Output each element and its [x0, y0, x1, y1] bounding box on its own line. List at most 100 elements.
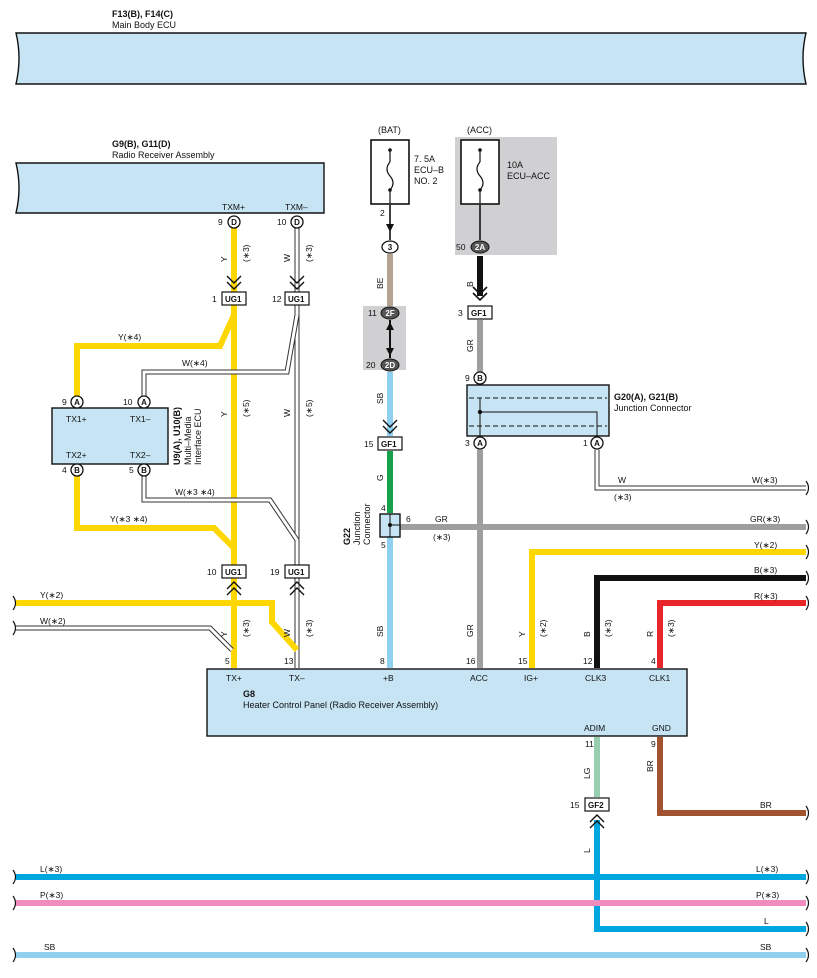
- svg-text:Y(∗2): Y(∗2): [754, 540, 777, 550]
- svg-text:W(∗2): W(∗2): [40, 616, 66, 626]
- svg-text:GF2: GF2: [588, 801, 604, 810]
- svg-text:Junction Connector: Junction Connector: [614, 403, 692, 413]
- svg-text:R: R: [645, 631, 655, 637]
- ug1-connector-pin-1: UG1 1: [212, 275, 247, 306]
- svg-text:+B: +B: [383, 673, 394, 683]
- svg-text:12: 12: [583, 656, 593, 666]
- svg-text:11: 11: [585, 739, 594, 749]
- svg-text:15: 15: [364, 439, 374, 449]
- wire-y-star34: [74, 476, 237, 551]
- svg-text:UG1: UG1: [225, 295, 242, 304]
- wire-w-star34: [141, 476, 300, 542]
- svg-text:13: 13: [284, 656, 294, 666]
- svg-text:Connector: Connector: [362, 503, 372, 545]
- svg-text:9: 9: [62, 397, 67, 407]
- gf1-connector-pin-3: GF1 3: [458, 286, 493, 320]
- svg-text:W: W: [282, 254, 292, 262]
- svg-text:Y: Y: [517, 631, 527, 637]
- radio-pin-label-txm-plus: TXM+: [222, 202, 245, 212]
- heater-control-panel: G8 Heater Control Panel (Radio Receiver …: [206, 656, 688, 749]
- svg-text:10: 10: [277, 217, 287, 227]
- svg-text:GF1: GF1: [381, 440, 397, 449]
- svg-text:CLK1: CLK1: [649, 673, 671, 683]
- svg-text:2F: 2F: [385, 309, 394, 318]
- svg-text:A: A: [141, 398, 147, 407]
- svg-text:5: 5: [129, 465, 134, 475]
- multimedia-name-line2: Interface ECU: [193, 408, 203, 465]
- svg-text:(∗5): (∗5): [304, 399, 314, 417]
- svg-text:9: 9: [465, 373, 470, 383]
- svg-text:TX+: TX+: [226, 673, 242, 683]
- wire-labels: Y (∗3) W (∗3) Y(∗4) W(∗4) Y (∗5) W (∗5) …: [40, 244, 780, 952]
- svg-text:NO. 2: NO. 2: [414, 176, 438, 186]
- svg-text:W(∗3 ∗4): W(∗3 ∗4): [175, 487, 215, 497]
- radio-receiver-assembly: G9(B), G11(D) Radio Receiver Assembly TX…: [15, 139, 325, 214]
- svg-text:SB: SB: [375, 625, 385, 637]
- ug1-connector-pin-12: UG1 12: [272, 275, 310, 306]
- svg-text:(ACC): (ACC): [467, 125, 492, 135]
- svg-text:Junction: Junction: [352, 511, 362, 545]
- svg-text:A: A: [477, 439, 483, 448]
- svg-text:10: 10: [123, 397, 133, 407]
- svg-text:G20(A), G21(B): G20(A), G21(B): [614, 392, 678, 402]
- svg-text:11: 11: [368, 308, 377, 318]
- svg-text:UG1: UG1: [225, 568, 242, 577]
- acc-connector-2a: 2A 50: [456, 240, 490, 254]
- wire-y-star2-right: [529, 549, 806, 668]
- bat-connector-2f-2d: 2F 11 2D 20: [366, 306, 400, 372]
- svg-text:15: 15: [518, 656, 528, 666]
- multimedia-code: U9(A), U10(B): [172, 407, 182, 465]
- wire-w-star4: [141, 314, 300, 398]
- svg-text:Y: Y: [219, 631, 229, 637]
- svg-text:Y(∗4): Y(∗4): [118, 332, 141, 342]
- fuse-ecu-b-no2: (BAT) 7. 5A ECU–B NO. 2 2: [370, 125, 444, 232]
- svg-text:A: A: [594, 439, 600, 448]
- svg-text:BR: BR: [645, 760, 655, 772]
- heater-name: Heater Control Panel (Radio Receiver Ass…: [243, 700, 438, 710]
- wire-w-star3-right: [594, 450, 806, 491]
- svg-text:GR: GR: [465, 624, 475, 637]
- svg-text:GR(∗3): GR(∗3): [750, 514, 780, 524]
- gf2-connector: GF2 15: [570, 797, 610, 829]
- svg-text:D: D: [231, 218, 237, 227]
- radio-receiver-name: Radio Receiver Assembly: [112, 150, 215, 160]
- svg-text:G: G: [375, 474, 385, 481]
- svg-text:Y: Y: [219, 411, 229, 417]
- svg-text:12: 12: [272, 294, 282, 304]
- svg-text:1: 1: [583, 438, 588, 448]
- svg-text:L(∗3): L(∗3): [756, 864, 778, 874]
- wire-y-star2-left: [16, 600, 300, 652]
- svg-text:3: 3: [388, 243, 393, 252]
- svg-text:BE: BE: [375, 277, 385, 289]
- multimedia-name-line1: Multi–Media: [183, 416, 193, 465]
- svg-text:2: 2: [380, 208, 385, 218]
- svg-text:L: L: [764, 916, 769, 926]
- svg-text:L(∗3): L(∗3): [40, 864, 62, 874]
- svg-text:(∗3): (∗3): [666, 619, 676, 637]
- svg-text:TX–: TX–: [289, 673, 305, 683]
- svg-text:UG1: UG1: [288, 295, 305, 304]
- svg-text:15: 15: [570, 800, 580, 810]
- svg-text:B: B: [465, 281, 475, 287]
- svg-text:ADIM: ADIM: [584, 723, 605, 733]
- svg-text:GR: GR: [465, 339, 475, 352]
- svg-text:SB: SB: [375, 392, 385, 404]
- svg-text:UG1: UG1: [288, 568, 305, 577]
- svg-text:(∗3): (∗3): [304, 619, 314, 637]
- svg-text:10: 10: [207, 567, 217, 577]
- wire-br: [657, 737, 806, 816]
- svg-text:(BAT): (BAT): [378, 125, 401, 135]
- heater-code: G8: [243, 689, 255, 699]
- svg-text:Y(∗2): Y(∗2): [40, 590, 63, 600]
- gf1-connector-pin-15: GF1 15: [364, 419, 403, 451]
- svg-text:LG: LG: [582, 768, 592, 779]
- svg-text:ACC: ACC: [470, 673, 488, 683]
- radio-pin-9: D 9: [218, 215, 241, 229]
- main-body-ecu-code: F13(B), F14(C): [112, 9, 173, 19]
- g22-junction-connector: 4 6 5 G22 Junction Connector: [342, 503, 411, 550]
- svg-text:ECU–B: ECU–B: [414, 165, 444, 175]
- svg-text:B(∗3): B(∗3): [754, 565, 777, 575]
- svg-text:CLK3: CLK3: [585, 673, 607, 683]
- svg-text:R(∗3): R(∗3): [754, 591, 778, 601]
